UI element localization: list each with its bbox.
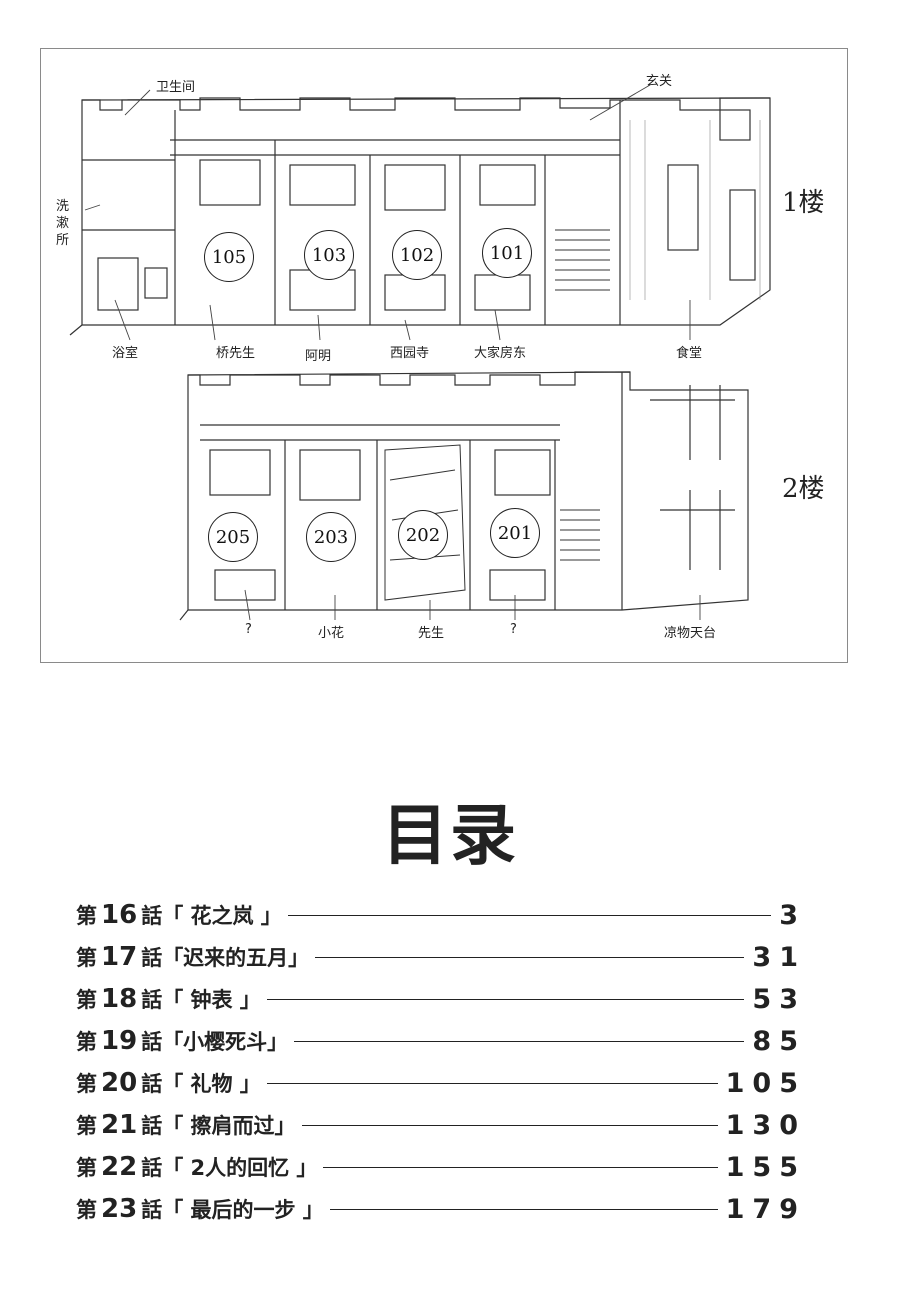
- toc-entry-page: 105: [725, 1067, 806, 1099]
- toc-entry[interactable]: 第 17 話 「迟来的五月」 31: [76, 942, 798, 973]
- toc-leader-line: [266, 998, 745, 1000]
- floor-plan-frame: [40, 48, 848, 663]
- toc-entry[interactable]: 第 18 話 「 钟表 」 53: [76, 984, 798, 1015]
- toc-entry[interactable]: 第 19 話 「小樱死斗」 85: [76, 1026, 798, 1057]
- toc-entry[interactable]: 第 16 話 「 花之岚 」 3: [76, 900, 798, 931]
- toc-entry-number: 23: [101, 1194, 138, 1224]
- room-203-marker: 203: [306, 512, 356, 562]
- floor-plan-drawing: [69, 84, 771, 621]
- label-landlord: 大家房东: [474, 346, 527, 361]
- room-105-marker: 105: [204, 232, 254, 282]
- toc-entry[interactable]: 第 22 話 「 2人的回忆 」 155: [76, 1152, 798, 1183]
- room-102-marker: 102: [392, 230, 442, 280]
- toc-entry-number: 17: [101, 942, 138, 972]
- toc-entry-page: 85: [752, 1025, 806, 1057]
- toc-entry-page: 130: [725, 1109, 806, 1141]
- toc-leader-line: [294, 1040, 745, 1042]
- toc-entry-prefix: 第: [76, 1198, 97, 1222]
- toc-entry-suffix: 話: [141, 1072, 163, 1096]
- toc-entry-title: 「小樱死斗」: [162, 1030, 289, 1054]
- toc-entry-suffix: 話: [141, 1198, 163, 1222]
- toc-entry[interactable]: 第 20 話 「 礼物 」 105: [76, 1068, 798, 1099]
- toc-entry-number: 18: [101, 984, 138, 1014]
- toc-entry-prefix: 第: [76, 904, 97, 928]
- label-unknown-205: ?: [245, 622, 252, 637]
- room-205-marker: 205: [208, 512, 258, 562]
- toc-entry-page: 155: [725, 1151, 806, 1183]
- label-unknown-201: ?: [510, 622, 517, 637]
- label-drying-deck: 凉物天台: [664, 626, 717, 641]
- toc-entry-prefix: 第: [76, 1156, 97, 1180]
- toc-title: 目录: [382, 797, 518, 874]
- toc-entry[interactable]: 第 23 話 「 最后的一步 」 179: [76, 1194, 798, 1225]
- toc-entry-title: 「迟来的五月」: [162, 946, 310, 970]
- label-nishizono: 西园寺: [390, 346, 430, 361]
- toc-leader-line: [266, 1082, 718, 1084]
- toc-leader-line: [315, 956, 745, 958]
- label-sensei: 先生: [418, 626, 445, 641]
- toc-entry-suffix: 話: [141, 1114, 163, 1138]
- toc-entry-number: 22: [101, 1152, 138, 1182]
- floor2-building: [179, 371, 749, 621]
- toc-leader-line: [323, 1166, 718, 1168]
- toc-entry[interactable]: 第 21 話 「 擦肩而过」 130: [76, 1110, 798, 1141]
- room-202-marker: 202: [398, 510, 448, 560]
- toc-entry-prefix: 第: [76, 1030, 97, 1054]
- toc-entry-suffix: 話: [141, 988, 163, 1012]
- label-bathroom: 浴室: [112, 346, 139, 361]
- toc-entry-title: 「 钟表 」: [162, 988, 261, 1012]
- toc-entry-page: 179: [725, 1193, 806, 1225]
- toc-leader-line: [301, 1124, 718, 1126]
- toc-entry-number: 21: [101, 1110, 138, 1140]
- toc-entry-title: 「 擦肩而过」: [162, 1114, 296, 1138]
- floor1-building: [69, 97, 771, 336]
- label-dining: 食堂: [676, 346, 703, 361]
- label-xiaohua: 小花: [318, 626, 345, 641]
- label-entrance: 玄关: [646, 74, 673, 89]
- toc-entry-suffix: 話: [141, 1030, 163, 1054]
- toc-entry-title: 「 礼物 」: [162, 1072, 261, 1096]
- toc-entry-prefix: 第: [76, 1072, 97, 1096]
- label-toilet: 卫生间: [156, 80, 196, 95]
- toc-entry-page: 53: [752, 983, 806, 1015]
- toc-entry-page: 31: [752, 941, 806, 973]
- toc-entry-page: 3: [779, 899, 806, 931]
- toc-entry-title: 「 最后的一步 」: [162, 1198, 324, 1222]
- label-aming: 阿明: [305, 349, 332, 364]
- toc-entry-suffix: 話: [141, 946, 163, 970]
- room-201-marker: 201: [490, 508, 540, 558]
- room-101-marker: 101: [482, 228, 532, 278]
- toc-entry-number: 20: [101, 1068, 138, 1098]
- toc-entry-prefix: 第: [76, 988, 97, 1012]
- toc-entry-suffix: 話: [141, 1156, 163, 1180]
- toc-entry-title: 「 花之岚 」: [162, 904, 282, 928]
- toc-entry-number: 19: [101, 1026, 138, 1056]
- toc-entry-suffix: 話: [141, 904, 163, 928]
- toc-leader-line: [329, 1208, 718, 1210]
- label-hashi: 桥先生: [216, 346, 256, 361]
- toc-entry-prefix: 第: [76, 946, 97, 970]
- floor2-label: 2楼: [782, 474, 825, 504]
- room-103-marker: 103: [304, 230, 354, 280]
- toc-entry-number: 16: [101, 900, 138, 930]
- toc-entry-prefix: 第: [76, 1114, 97, 1138]
- toc-leader-line: [287, 914, 772, 916]
- toc-entry-title: 「 2人的回忆 」: [162, 1156, 318, 1180]
- floor1-label: 1楼: [782, 188, 825, 218]
- label-washroom: 洗漱所: [56, 199, 70, 248]
